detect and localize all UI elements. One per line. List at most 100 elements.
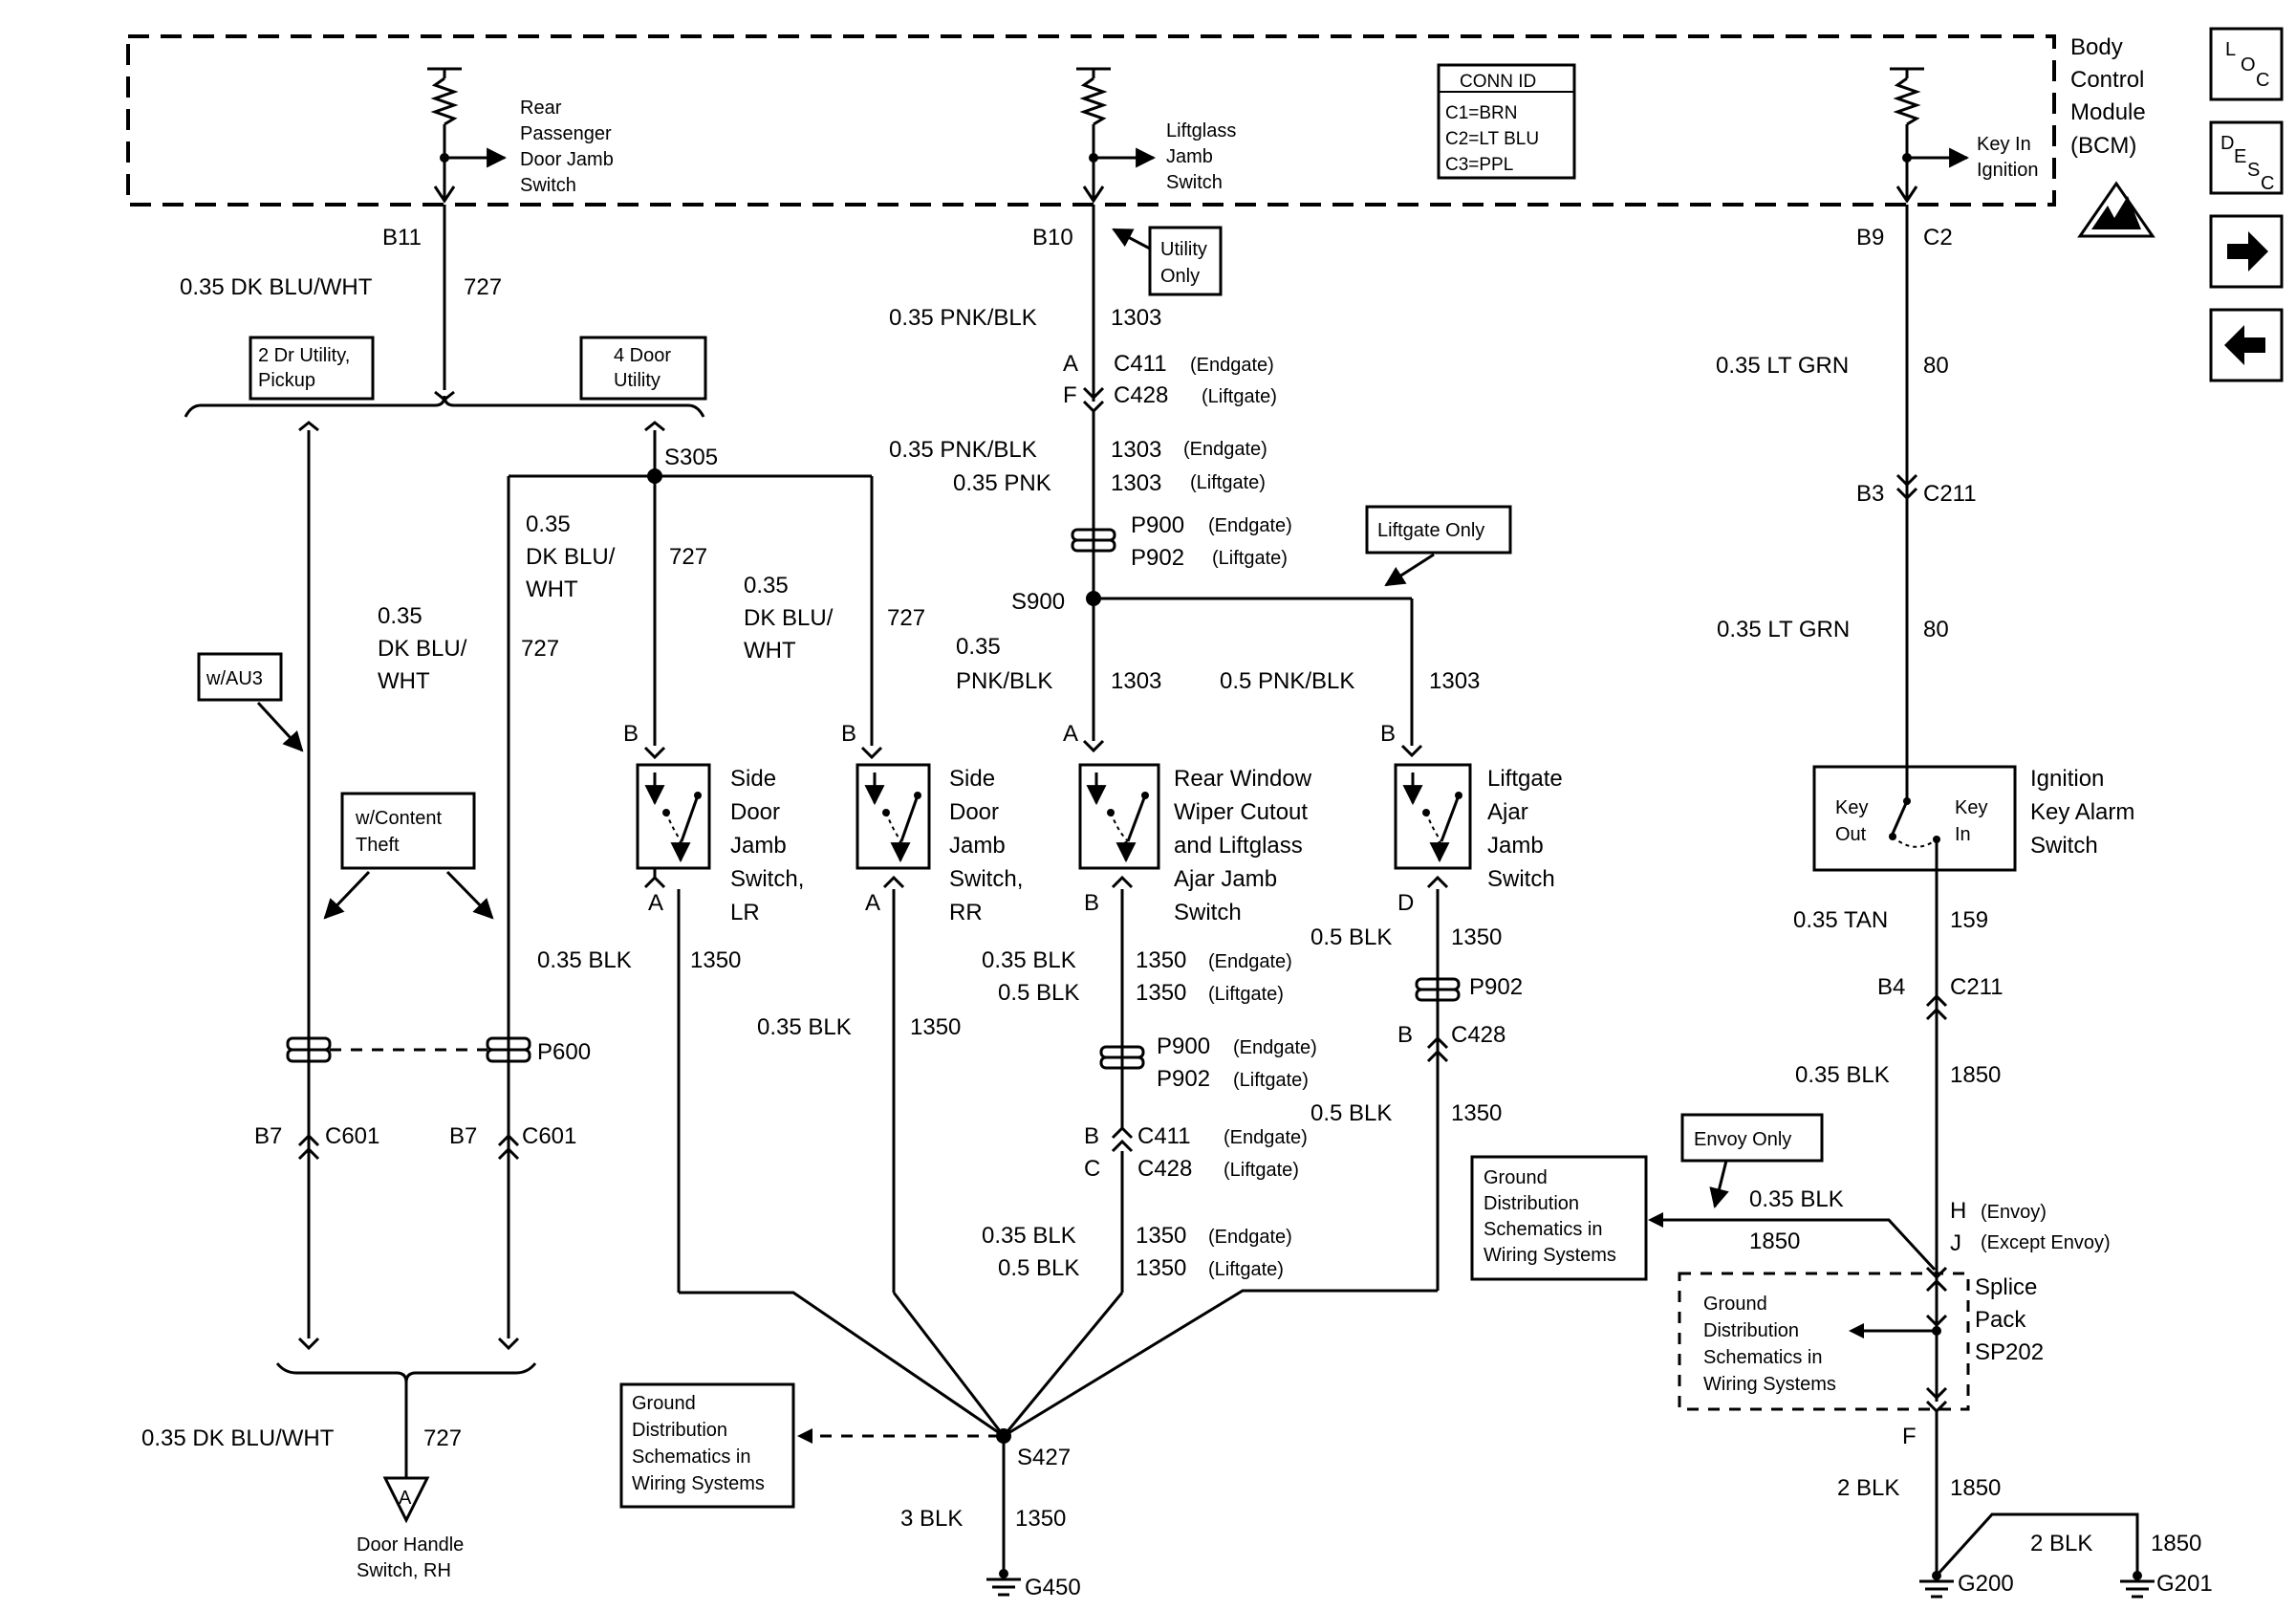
splice-pack-sp202-box — [1678, 1272, 1970, 1411]
connector-h-envoy-note: (Envoy) — [1981, 1202, 2047, 1223]
note-utility-only-1: Utility — [1160, 239, 1207, 260]
pin-b10: B10 — [1032, 225, 1073, 250]
switch-side-lr-label-2: Door — [730, 799, 780, 825]
switch-liftgate-label-3: Jamb — [1487, 833, 1544, 859]
switch-side-rr-label-2: Door — [949, 799, 999, 825]
wire-rw-low1-gauge: 0.35 BLK — [982, 1223, 1076, 1249]
bcm-input-liftglass — [1076, 67, 1157, 204]
ignition-key-in-2: In — [1955, 824, 1971, 845]
svg-text:C: C — [2261, 173, 2274, 194]
wire-lr-out-gauge: 0.35 BLK — [537, 947, 632, 973]
note-envoy-only-box — [1680, 1113, 1824, 1163]
connector-p900-p902-bottom — [1099, 1045, 1145, 1070]
switch-liftgate-top-pin: B — [1380, 721, 1396, 747]
switch-side-lr-top-pin: B — [623, 721, 639, 747]
wire-door-handle-circuit: 727 — [423, 1425, 462, 1451]
switch-rear-window-label-1: Rear Window — [1174, 766, 1312, 792]
loc-button[interactable]: L O C — [2209, 27, 2284, 101]
note-w-au3: w/AU3 — [206, 668, 263, 689]
svg-text:A: A — [399, 1488, 412, 1509]
connector-p902-bottom-note: (Liftgate) — [1233, 1070, 1309, 1091]
wire-rw-out1-note: (Endgate) — [1208, 951, 1292, 972]
splice-sp202-label-1: Splice — [1975, 1274, 2037, 1300]
connector-c428-top-note: (Liftgate) — [1202, 386, 1277, 407]
wire-rw-low2-gauge: 0.5 BLK — [998, 1255, 1079, 1281]
note-ground-dist-left-1: Ground — [632, 1393, 696, 1414]
switch-side-door-rr — [856, 746, 931, 889]
wire-center-mid2-gauge: 0.35 PNK — [953, 470, 1051, 496]
wire-la-out-gauge: 0.5 BLK — [1310, 925, 1392, 950]
note-ground-dist-sp202-2: Distribution — [1703, 1320, 1799, 1341]
wire-center-mid1-note: (Endgate) — [1183, 439, 1267, 460]
note-utility-only-box — [1148, 226, 1223, 296]
previous-page-button[interactable] — [2209, 308, 2284, 382]
connector-p900-top: P900 — [1131, 512, 1184, 538]
switch-side-lr-label-5: LR — [730, 900, 760, 925]
pin-c2: C2 — [1923, 225, 1953, 250]
connector-c211-bottom: C211 — [1950, 974, 2004, 1000]
svg-text:D: D — [2220, 133, 2234, 154]
svg-text:C: C — [2256, 70, 2269, 91]
switch-side-rr-bottom-pin: A — [865, 890, 880, 916]
switch-liftgate-bottom-pin: D — [1397, 890, 1414, 916]
note-four-door-2: Utility — [614, 370, 661, 391]
ground-g200-icon — [1919, 1571, 1954, 1599]
next-page-button[interactable] — [2209, 214, 2284, 289]
switch-rear-window-label-4: Ajar Jamb — [1174, 866, 1277, 892]
ignition-key-out-2: Out — [1835, 824, 1867, 845]
key-in-label-1: Key In — [1977, 134, 2031, 155]
switch-rear-window-label-3: and Liftglass — [1174, 833, 1303, 859]
bcm-title-line-4: (BCM) — [2070, 133, 2136, 159]
bcm-title-line-2: Control — [2070, 67, 2144, 93]
ground-g450: G450 — [1025, 1575, 1081, 1600]
switch-side-rr-top-pin: B — [841, 721, 856, 747]
desc-button[interactable]: D E S C — [2209, 120, 2284, 195]
note-ground-dist-sp202-4: Wiring Systems — [1703, 1374, 1836, 1395]
connector-j-except-pin: J — [1950, 1230, 1961, 1256]
connector-p902-liftgate-label: P902 — [1469, 974, 1523, 1000]
wire-tan-circuit: 159 — [1950, 907, 1988, 933]
conn-id-header: CONN ID — [1460, 72, 1536, 92]
note-utility-only-2: Only — [1160, 266, 1200, 287]
wire-g200-blk-circuit: 1850 — [1950, 1475, 2001, 1501]
bcm-title-line-3: Module — [2070, 99, 2146, 125]
switch-liftgate-ajar — [1394, 744, 1472, 889]
connector-c428-bottom-pin: C — [1084, 1156, 1100, 1182]
connector-p600 — [286, 1036, 531, 1063]
wire-rr-branch-circuit: 727 — [887, 605, 925, 631]
ground-g200: G200 — [1958, 1571, 2014, 1597]
switch-liftgate-label-4: Switch — [1487, 866, 1555, 892]
wire-left-branch-gauge-1: 0.35 — [378, 603, 422, 629]
ground-g201-icon — [2120, 1571, 2155, 1599]
wire-right-blk-gauge: 0.35 BLK — [1795, 1062, 1890, 1088]
wire-center-low-gauge-2: PNK/BLK — [956, 668, 1052, 694]
switch-ignition-key-alarm — [1812, 765, 2017, 872]
connector-p900-bottom: P900 — [1157, 1033, 1210, 1059]
note-ground-dist-sp202-1: Ground — [1703, 1294, 1767, 1315]
wire-envoy-blk-circuit: 1850 — [1749, 1229, 1800, 1254]
note-ground-dist-left-4: Wiring Systems — [632, 1473, 765, 1494]
note-liftgate-only-box — [1365, 505, 1512, 555]
wire-lr-branch-circuit: 727 — [669, 544, 707, 570]
splice-s427: S427 — [1017, 1445, 1071, 1470]
connector-f-sp202-pin: F — [1902, 1424, 1917, 1449]
switch-liftgate-label-1: Liftgate — [1487, 766, 1563, 792]
connector-c211-bottom-pin: B4 — [1877, 974, 1905, 1000]
wire-g201-blk-gauge: 2 BLK — [2030, 1531, 2092, 1556]
svg-text:S: S — [2247, 160, 2260, 181]
rear-passenger-label-2: Passenger — [520, 123, 612, 144]
switch-rear-window-top-pin: A — [1063, 721, 1078, 747]
splice-sp202-label-2: Pack — [1975, 1307, 2026, 1333]
conn-id-box: CONN ID C1=BRN C2=LT BLU C3=PPL — [1437, 63, 1576, 180]
wire-rr-out-gauge: 0.35 BLK — [757, 1014, 852, 1040]
wire-g201-blk-circuit: 1850 — [2151, 1531, 2201, 1556]
rear-passenger-label-3: Door Jamb — [520, 149, 614, 170]
connector-p900-top-note: (Endgate) — [1208, 515, 1292, 536]
note-content-theft-2: Theft — [356, 835, 400, 856]
switch-side-rr-label-4: Switch, — [949, 866, 1023, 892]
door-handle-switch-component: A — [382, 1476, 430, 1524]
conn-id-line-1: C1=BRN — [1445, 103, 1518, 123]
wire-left-branch-gauge-3: WHT — [378, 668, 430, 694]
note-ground-dist-mid-1: Ground — [1484, 1167, 1548, 1188]
note-two-door-2: Pickup — [258, 370, 315, 391]
